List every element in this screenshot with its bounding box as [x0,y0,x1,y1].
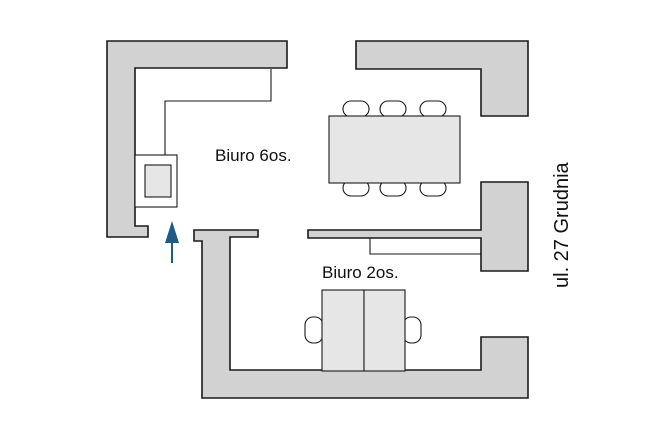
wall-bottom [193,229,529,399]
meeting-table-group [328,100,461,197]
room-label-large: Biuro 6os. [215,146,292,165]
chair [419,100,447,118]
arrow-up-icon [165,221,179,263]
sink [144,164,172,198]
chair [379,100,407,118]
desk [321,289,365,372]
chair [402,316,422,344]
chair [342,100,370,118]
street-label: ul. 27 Grudnia [551,161,573,288]
room-label-small: Biuro 2os. [322,263,399,282]
small-office-partition [369,238,481,255]
walls [106,40,529,399]
kitchen-counter [134,154,178,208]
wall-right-middle [307,181,529,272]
meeting-table [328,115,461,184]
wall-top-left [106,40,288,238]
wall-top-right [355,40,529,117]
kitchen-partition [164,69,272,155]
chair [304,316,324,344]
partitions [164,69,481,255]
desk [363,289,406,372]
desk-group [304,289,422,372]
